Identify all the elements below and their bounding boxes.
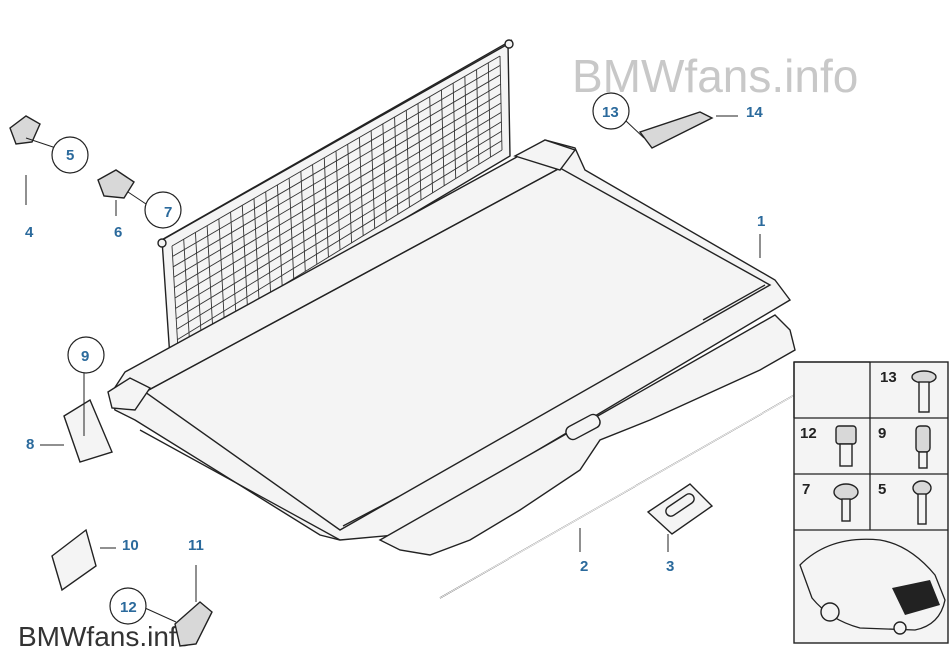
watermark-top: BMWfans.info (572, 50, 858, 102)
callout-6: 6 (114, 224, 122, 241)
net-line (172, 65, 501, 257)
clip-icon (9, 115, 213, 647)
callout-circle-5 (51, 136, 89, 174)
leader-lines (25, 115, 761, 623)
callout-10: 10 (122, 537, 139, 554)
net-line (174, 102, 502, 299)
legend-7: 7 (802, 481, 810, 498)
handle-part (646, 483, 714, 535)
callout-5: 5 (66, 147, 74, 164)
rod-part (439, 365, 846, 599)
fastener-legend: 13 12 9 7 5 (793, 361, 949, 644)
callout-3: 3 (666, 558, 674, 575)
net-line (174, 93, 502, 288)
cargo-cover-icon (107, 139, 796, 556)
legend-13: 13 (880, 369, 897, 386)
callout-circle-13 (592, 92, 630, 130)
net-line (173, 83, 501, 278)
legend-12: 12 (800, 425, 817, 442)
callout-8: 8 (26, 436, 34, 453)
net-line (171, 55, 501, 247)
screw-icon (833, 370, 937, 525)
callout-4: 4 (25, 224, 34, 241)
callout-2: 2 (580, 558, 588, 575)
callout-circle-9 (67, 336, 105, 374)
net-line (176, 130, 502, 330)
net-line (175, 112, 502, 309)
callout-circle-7 (144, 191, 182, 229)
callout-1: 1 (757, 213, 765, 230)
legend-5: 5 (878, 481, 886, 498)
callout-14: 14 (746, 104, 763, 121)
callout-12: 12 (120, 599, 137, 616)
net-line (177, 140, 503, 340)
callout-7: 7 (164, 204, 172, 221)
callout-circle-12 (109, 587, 147, 625)
car-silhouette-icon (799, 538, 946, 635)
callout-11: 11 (188, 537, 204, 554)
strip-part (638, 111, 714, 149)
cargo-net-icon (157, 39, 514, 360)
net-line (175, 121, 502, 320)
callout-9: 9 (81, 348, 89, 365)
net-line (172, 74, 501, 268)
callout-13: 13 (602, 104, 619, 121)
watermark-bottom: BMWfans.info (18, 621, 192, 652)
legend-9: 9 (878, 425, 886, 442)
